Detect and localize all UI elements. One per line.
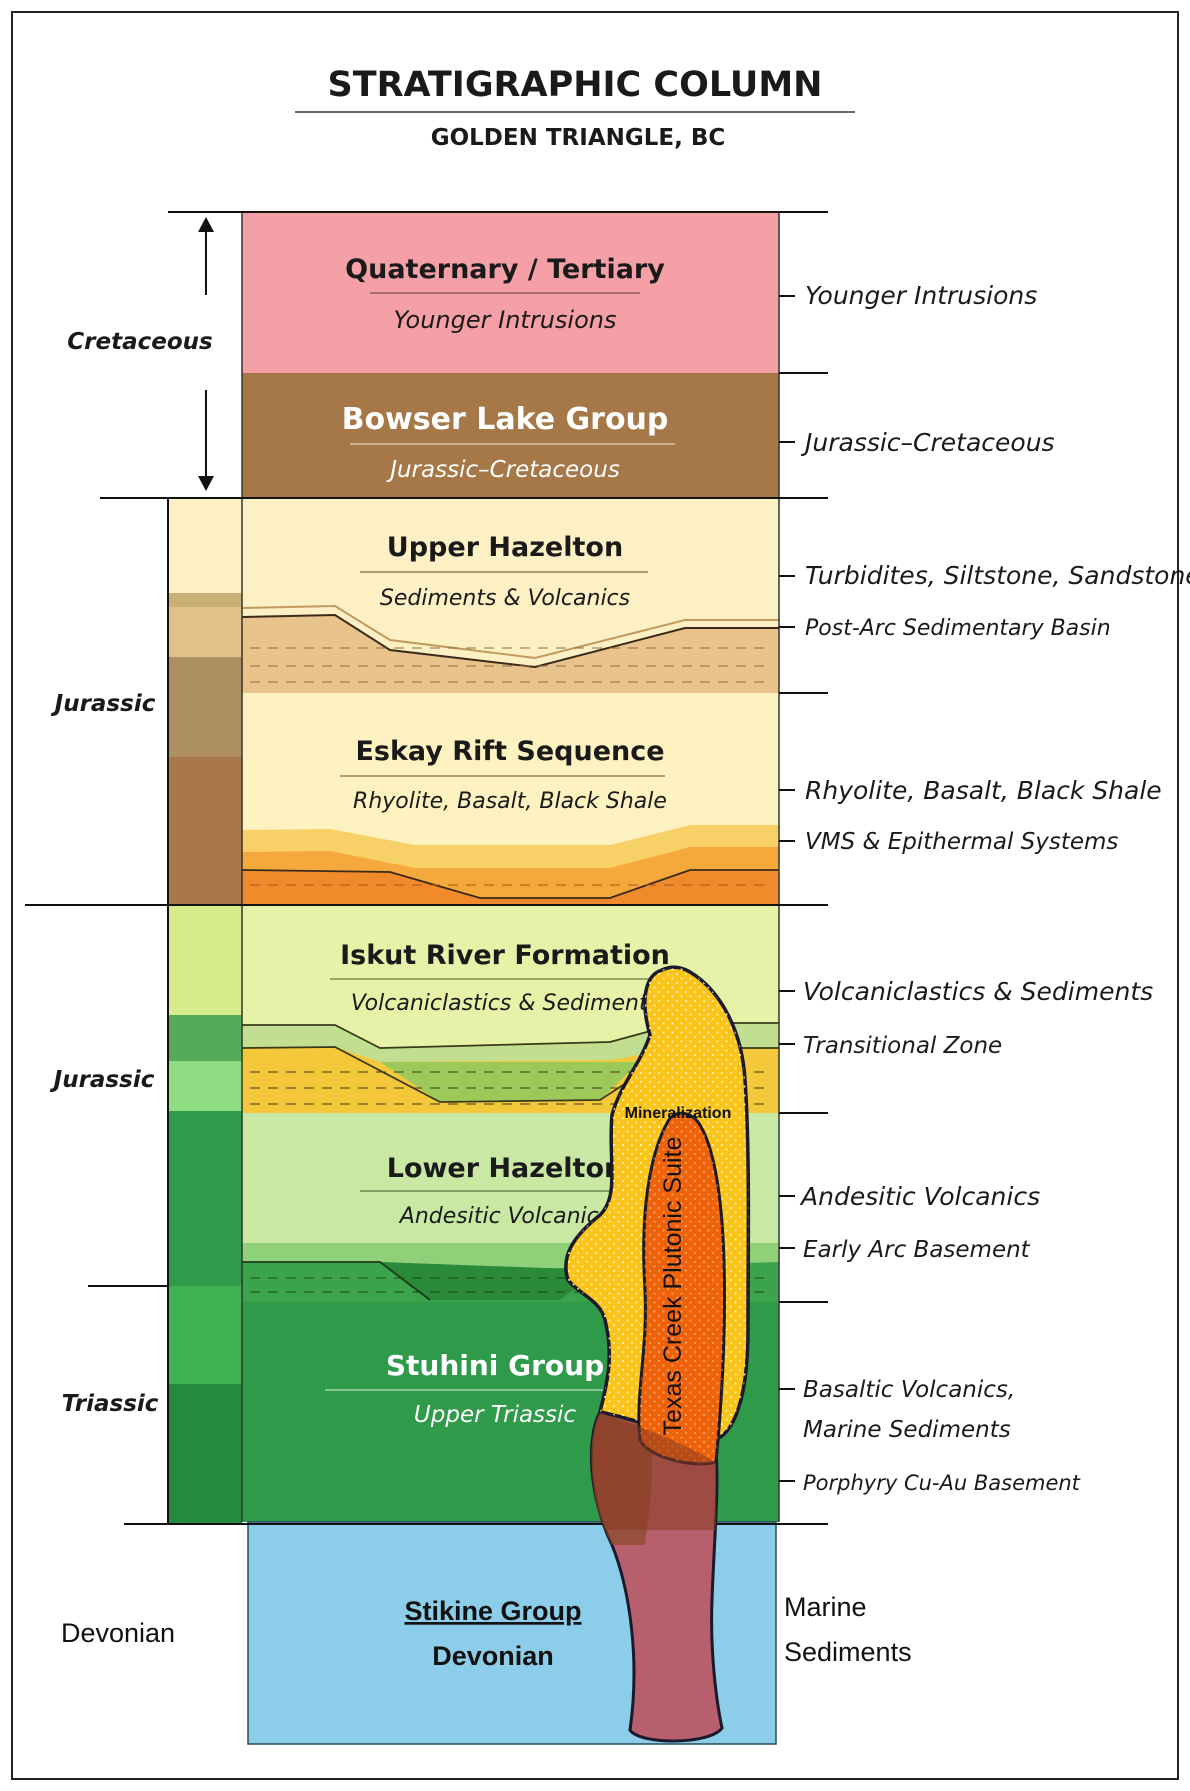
unit-stuhini-name: Stuhini Group: [386, 1349, 604, 1382]
unit-lower-hazelton-desc: Andesitic Volcanics: [398, 1204, 610, 1229]
unit-eskay-desc: Rhyolite, Basalt, Black Shale: [353, 789, 667, 814]
annotation-andesitic: Andesitic Volcanics: [799, 1182, 1040, 1211]
unit-upper-hazelton-name: Upper Hazelton: [387, 532, 623, 563]
era-label-jurassic-upper: Jurassic: [51, 691, 156, 717]
annotation-marine-sediments: Marine Sediments: [803, 1417, 1011, 1443]
era-label-cretaceous: Cretaceous: [67, 329, 212, 355]
unit-quaternary-name: Quaternary / Tertiary: [345, 254, 665, 285]
unit-bowser-desc: Jurassic–Cretaceous: [386, 457, 620, 483]
unit-bowser-name: Bowser Lake Group: [342, 402, 669, 437]
annotation-transitional: Transitional Zone: [803, 1033, 1002, 1059]
unit-stuhini-desc: Upper Triassic: [414, 1402, 577, 1428]
annotation-vms: VMS & Epithermal Systems: [805, 829, 1118, 855]
unit-iskut-name: Iskut River Formation: [340, 940, 670, 971]
unit-iskut-desc: Volcaniclastics & Sediments: [351, 991, 659, 1016]
annotation-jurassic-cretaceous: Jurassic–Cretaceous: [800, 428, 1055, 457]
intrusion-suite-label: Texas Creek Plutonic Suite: [659, 1137, 687, 1436]
unit-lower-hazelton-name: Lower Hazelton: [387, 1153, 624, 1184]
era-label-triassic: Triassic: [62, 1391, 159, 1417]
annotation-younger-intrusions: Younger Intrusions: [805, 281, 1037, 310]
annotation-basaltic: Basaltic Volcanics,: [803, 1377, 1015, 1403]
unit-stikine-name: Stikine Group: [404, 1596, 581, 1626]
annotation-porphyry: Porphyry Cu-Au Basement: [803, 1471, 1081, 1495]
unit-eskay-name: Eskay Rift Sequence: [355, 736, 664, 767]
annotation-marine: Marine: [784, 1592, 867, 1622]
era-label-jurassic-lower: Jurassic: [50, 1067, 155, 1093]
annotation-turbidites: Turbidites, Siltstone, Sandstone: [805, 561, 1190, 590]
annotations: Younger Intrusions Jurassic–Cretaceous T…: [779, 281, 1190, 1667]
unit-stikine-desc: Devonian: [432, 1641, 554, 1671]
unit-upper-hazelton: Upper Hazelton Sediments & Volcanics: [242, 498, 779, 693]
annotation-sediments: Sediments: [784, 1637, 912, 1667]
annotation-early-arc: Early Arc Basement: [803, 1237, 1031, 1263]
unit-eskay: Eskay Rift Sequence Rhyolite, Basalt, Bl…: [242, 693, 779, 905]
page-subtitle: GOLDEN TRIANGLE, BC: [431, 125, 726, 151]
unit-bowser: Bowser Lake Group Jurassic–Cretaceous: [242, 373, 779, 498]
unit-upper-hazelton-desc: Sediments & Volcanics: [380, 586, 630, 611]
unit-quaternary: Quaternary / Tertiary Younger Intrusions: [242, 212, 779, 373]
annotation-rhyolite: Rhyolite, Basalt, Black Shale: [805, 776, 1162, 805]
page-title: STRATIGRAPHIC COLUMN: [328, 65, 823, 105]
annotation-post-arc: Post-Arc Sedimentary Basin: [805, 616, 1111, 641]
mineralization-label: Mineralization: [625, 1105, 732, 1122]
unit-quaternary-desc: Younger Intrusions: [394, 306, 617, 334]
annotation-volcaniclastics: Volcaniclastics & Sediments: [803, 977, 1153, 1006]
era-label-devonian: Devonian: [61, 1618, 175, 1648]
era-strip: [168, 498, 242, 1524]
